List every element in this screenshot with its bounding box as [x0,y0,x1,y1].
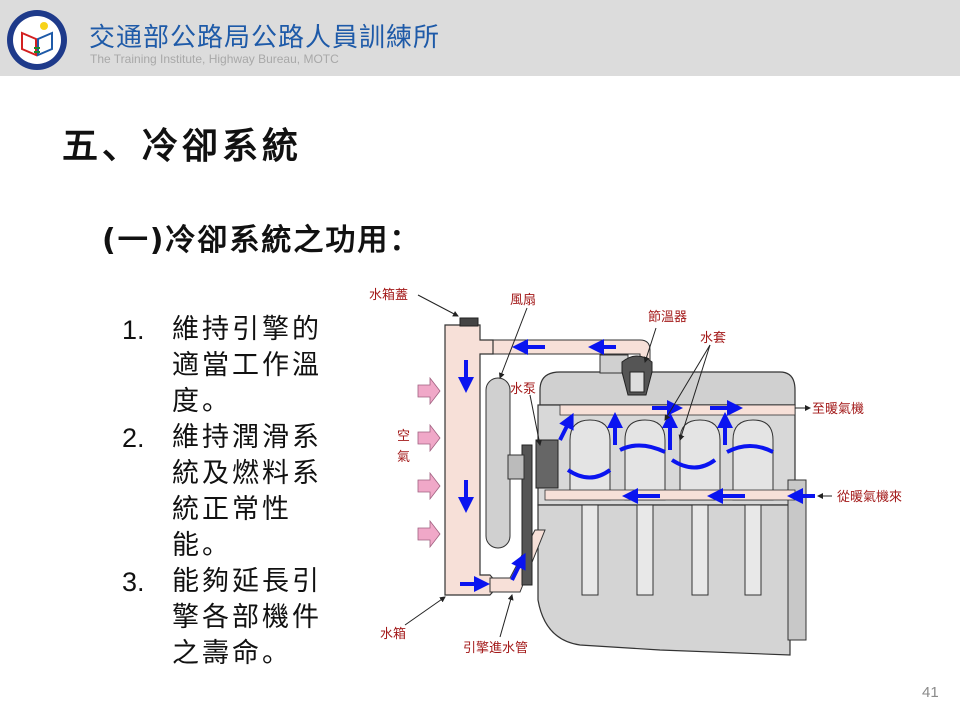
coolant-flow-arrows [458,339,815,592]
cooling-system-diagram: 水箱蓋 風扇 節溫器 水套 水泵 至暖氣機 空 氣 從暖氣機來 水箱 引擎進水管 [369,287,902,656]
label-inlet-hose: 引擎進水管 [463,641,528,656]
label-to-heater: 至暖氣機 [812,402,864,417]
function-list: 1. 維持引擎的適當工作溫度。 2. 維持潤滑系統及燃料系統正常性能。 3. 能… [122,312,340,672]
list-item: 2. 維持潤滑系統及燃料系統正常性能。 [122,420,340,564]
label-water-jacket: 水套 [700,330,726,346]
radiator-cap [459,317,479,327]
page-number: 41 [922,684,939,701]
water-pump [507,439,559,586]
label-thermostat: 節溫器 [648,310,687,325]
institute-seal-logo [7,10,67,70]
list-item-text: 能夠延長引擎各部機件之壽命。 [172,566,322,669]
label-radiator-cap: 水箱蓋 [369,287,408,303]
list-item: 3. 能夠延長引擎各部機件之壽命。 [122,564,340,672]
list-item: 1. 維持引擎的適當工作溫度。 [122,312,340,420]
label-air-1: 空 [397,429,410,444]
label-water-pump: 水泵 [510,382,536,397]
org-name-cn: 交通部公路局公路人員訓練所 [89,23,441,53]
label-fan: 風扇 [510,292,536,308]
slide-title: 五、冷卻系統 [62,126,303,167]
list-item-number: 3. [122,567,145,597]
slide-subtitle: (一)冷卻系統之功用： [102,223,422,258]
leader-lines [404,294,832,638]
list-item-text: 維持引擎的適當工作溫度。 [172,314,322,417]
list-item-text: 維持潤滑系統及燃料系統正常性能。 [172,422,322,561]
list-item-number: 1. [122,315,145,345]
slide-header: 交通部公路局公路人員訓練所 The Training Institute, Hi… [0,0,960,76]
fan [485,377,511,549]
list-item-number: 2. [122,423,145,453]
engine-block [537,354,807,656]
air-flow-arrows [417,376,441,549]
label-from-heater: 從暖氣機來 [837,490,902,505]
thermostat [621,355,653,396]
org-name-en: The Training Institute, Highway Bureau, … [90,52,339,66]
label-air-2: 氣 [397,450,410,465]
label-radiator: 水箱 [380,626,406,642]
